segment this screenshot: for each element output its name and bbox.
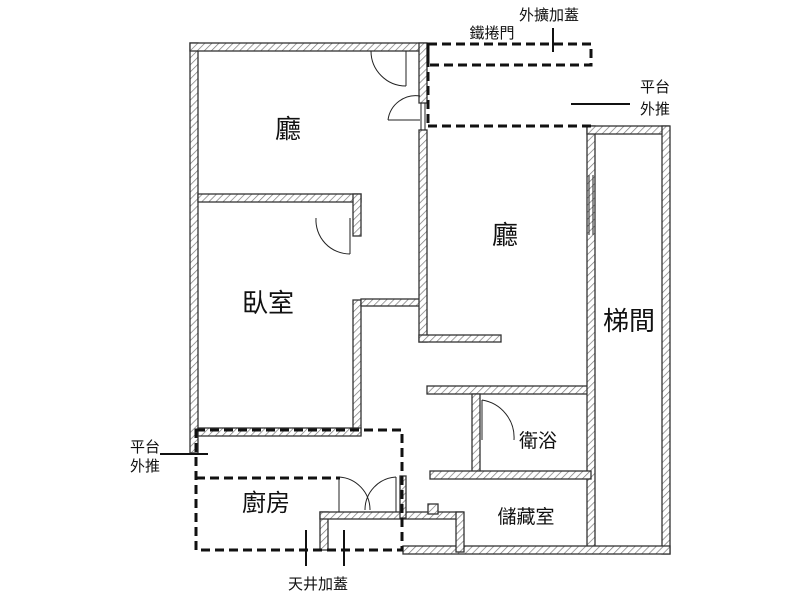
door-kitchen-double <box>338 476 397 512</box>
dashed-kitchen-extension <box>194 428 404 552</box>
wall-kitchen-notch-right <box>455 511 465 553</box>
doors <box>315 50 515 512</box>
room-label-stairwell: 梯間 <box>603 307 655 336</box>
wall-bath-bottom <box>429 470 592 480</box>
room-label-living-upper: 廳 <box>275 115 301 144</box>
note-platform-left-2: 外推 <box>130 458 160 475</box>
leader-lines <box>160 28 630 566</box>
door-bedroom <box>315 217 351 255</box>
note-rolling-door: 鐵捲門 <box>469 24 514 42</box>
wall-stair-divider <box>586 125 596 553</box>
wall-living-bedroom <box>197 193 362 203</box>
wall-above-bath <box>426 385 592 395</box>
note-platform-right-1: 平台 <box>640 79 670 96</box>
dashed-top-extension <box>426 42 593 67</box>
extension-outlines <box>194 42 593 552</box>
room-label-living-center: 廳 <box>492 221 518 250</box>
door-bathroom <box>481 399 515 441</box>
wall-left-outer <box>189 42 199 454</box>
wall-kitchen-small <box>427 503 439 515</box>
wall-center-column-lower <box>418 129 428 343</box>
note-platform-right-2: 外推 <box>640 101 670 118</box>
room-label-bathroom: 衛浴 <box>519 430 557 452</box>
room-label-bedroom: 臥室 <box>242 289 294 318</box>
wall-bath-left <box>471 393 481 479</box>
note-extension-cover: 外擴加蓋 <box>519 7 579 24</box>
door-center-living <box>387 95 421 121</box>
door-entry-top <box>370 50 407 87</box>
room-label-kitchen: 廚房 <box>242 490 290 517</box>
note-platform-left-1: 平台 <box>130 439 160 456</box>
wall-stair-right <box>661 125 671 555</box>
wall-bedroom-right-lower <box>352 299 362 436</box>
wall-center-column <box>418 42 428 104</box>
wall-bedroom-right <box>352 193 362 237</box>
wall-top-left <box>189 42 427 52</box>
wall-bedroom-bottom <box>197 427 362 437</box>
wall-kitchen-notch-top <box>319 511 464 520</box>
wall-living-stub <box>418 334 502 343</box>
wall-connector-mid <box>360 298 424 307</box>
note-lightwell-cover: 天井加蓋 <box>288 576 348 593</box>
room-label-storage: 儲藏室 <box>497 506 554 528</box>
wall-stair-top <box>586 125 670 135</box>
windows <box>420 103 594 235</box>
wall-bottom-outer <box>402 545 671 555</box>
